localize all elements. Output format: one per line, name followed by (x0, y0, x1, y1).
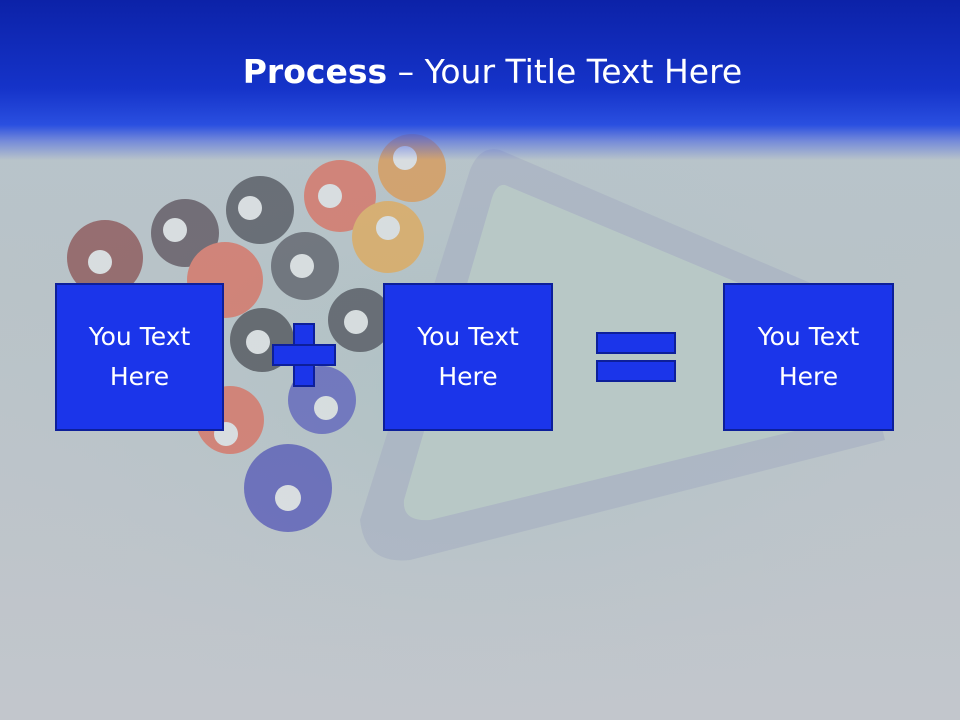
text-box-3-line1: You Text (757, 322, 860, 351)
title-banner (0, 0, 960, 160)
equals-bar-bottom (596, 360, 676, 382)
title-bold: Process (242, 52, 388, 91)
title-rest: – Your Title Text Here (387, 52, 743, 91)
text-box-1-line1: You Text (88, 322, 191, 351)
plus-icon (272, 323, 336, 387)
text-box-2-line1: You Text (417, 322, 519, 351)
text-box-3-line2: Here (778, 362, 839, 391)
equals-bar-top (596, 332, 676, 354)
text-box-2-line2: Here (438, 362, 498, 391)
slide-title: Process – Your Title Text Here (0, 52, 960, 91)
text-box-1-line2: Here (109, 362, 170, 391)
